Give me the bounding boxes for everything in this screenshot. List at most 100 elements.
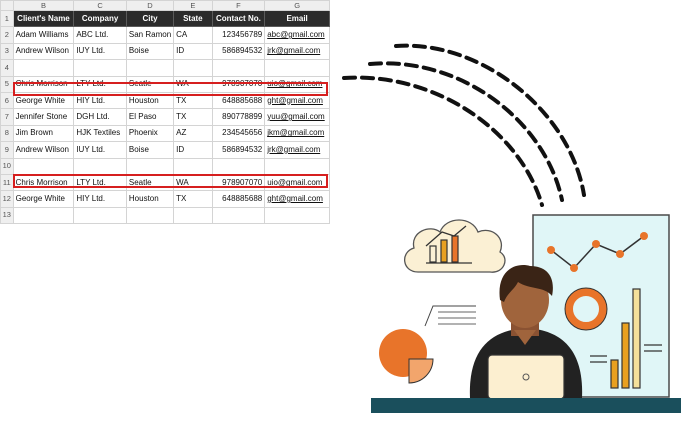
line-chart-icon — [547, 232, 648, 272]
table-cell[interactable]: 648885688 — [211, 190, 266, 208]
table-cell[interactable]: IUY Ltd. — [73, 141, 127, 159]
table-cell[interactable]: Jim Brown — [12, 124, 75, 143]
table-cell[interactable] — [73, 206, 127, 225]
table-cell[interactable]: DGH Ltd. — [73, 108, 127, 126]
table-cell[interactable]: Adam Williams — [12, 26, 75, 44]
table-cell[interactable]: Boise — [125, 141, 175, 159]
column-header-f[interactable]: F — [211, 0, 266, 11]
table-cell[interactable]: Andrew Wilson — [12, 42, 75, 61]
table-cell[interactable] — [264, 206, 330, 225]
column-header-g[interactable]: G — [264, 0, 330, 11]
table-row: 4 — [0, 59, 330, 77]
table-cell[interactable]: George White — [12, 190, 75, 208]
table-cell[interactable]: ght@gmail.com — [264, 190, 330, 208]
row-number[interactable]: 13 — [0, 206, 14, 225]
row-number[interactable]: 5 — [0, 75, 14, 93]
table-cell[interactable]: 234545656 — [211, 124, 266, 143]
wifi-signal-icon — [342, 43, 586, 207]
table-row: 10 — [0, 157, 330, 175]
row-number[interactable]: 2 — [0, 26, 14, 44]
row-number[interactable]: 12 — [0, 190, 14, 208]
column-header-c[interactable]: C — [73, 0, 127, 11]
table-cell[interactable]: El Paso — [125, 108, 175, 126]
column-header-e[interactable]: E — [173, 0, 213, 11]
header-cell[interactable]: Client's Name — [12, 9, 75, 28]
table-cell[interactable]: ID — [173, 42, 213, 61]
table-cell[interactable] — [264, 157, 330, 175]
table-cell[interactable]: Andrew Wilson — [12, 141, 75, 159]
table-cell[interactable] — [73, 59, 127, 77]
table-cell[interactable] — [12, 206, 75, 225]
header-cell[interactable]: Email — [264, 9, 330, 28]
table-cell[interactable]: abc@gmail.com — [264, 26, 330, 44]
table-cell[interactable] — [125, 59, 175, 77]
table-cell[interactable]: jkm@gmail.com — [264, 124, 330, 143]
row-number[interactable]: 6 — [0, 91, 14, 110]
row-number[interactable]: 11 — [0, 173, 14, 192]
row-number[interactable]: 9 — [0, 141, 14, 159]
header-cell[interactable]: Company — [73, 9, 127, 28]
table-row: 13 — [0, 206, 330, 225]
table-cell[interactable] — [211, 59, 266, 77]
table-cell[interactable]: HJK Textiles — [73, 124, 127, 143]
row-number[interactable]: 8 — [0, 124, 14, 143]
table-cell[interactable]: 890778899 — [211, 108, 266, 126]
empty-row-highlight — [13, 174, 328, 188]
table-cell[interactable]: jrk@gmail.com — [264, 42, 330, 61]
header-cell[interactable]: Contact No. — [211, 9, 266, 28]
table-cell[interactable] — [173, 59, 213, 77]
row-number[interactable]: 1 — [0, 9, 14, 28]
table-cell[interactable]: yuu@gmail.com — [264, 108, 330, 126]
row-number[interactable]: 3 — [0, 42, 14, 61]
table-cell[interactable] — [12, 59, 75, 77]
table-cell[interactable]: AZ — [173, 124, 213, 143]
table-cell[interactable]: HIY Ltd. — [73, 190, 127, 208]
header-cell[interactable]: State — [173, 9, 213, 28]
analyst-illustration — [342, 43, 681, 413]
table-cell[interactable]: 123456789 — [211, 26, 266, 44]
table-cell[interactable] — [125, 157, 175, 175]
table-cell[interactable] — [125, 206, 175, 225]
row-number[interactable]: 7 — [0, 108, 14, 126]
table-cell[interactable]: 586894532 — [211, 42, 266, 61]
table-cell[interactable]: 586894532 — [211, 141, 266, 159]
table-cell[interactable] — [211, 157, 266, 175]
table-cell[interactable] — [211, 206, 266, 225]
table-cell[interactable]: IUY Ltd. — [73, 42, 127, 61]
table-cell[interactable]: ABC Ltd. — [73, 26, 127, 44]
table-cell[interactable]: San Ramon — [125, 26, 175, 44]
bar-chart-icon — [590, 288, 662, 389]
table-cell[interactable]: ID — [173, 141, 213, 159]
table-cell[interactable] — [173, 206, 213, 225]
row-number[interactable]: 4 — [0, 59, 14, 77]
header-cell[interactable]: City — [125, 9, 175, 28]
table-cell[interactable]: TX — [173, 190, 213, 208]
table-cell[interactable]: Houston — [125, 190, 175, 208]
table-cell[interactable] — [264, 59, 330, 77]
table-cell[interactable]: CA — [173, 26, 213, 44]
table-cell[interactable]: Boise — [125, 42, 175, 61]
table-cell[interactable] — [12, 157, 75, 175]
table-cell[interactable]: Jennifer Stone — [12, 108, 75, 126]
table-cell[interactable]: TX — [173, 108, 213, 126]
column-header-b[interactable]: B — [12, 0, 75, 11]
table-cell[interactable]: jrk@gmail.com — [264, 141, 330, 159]
cloud-chart-icon — [404, 219, 506, 273]
row-number[interactable]: 10 — [0, 157, 14, 175]
donut-chart-icon — [564, 287, 608, 331]
table-cell[interactable] — [173, 157, 213, 175]
table-cell[interactable]: Phoenix — [125, 124, 175, 143]
table-cell[interactable] — [73, 157, 127, 175]
pie-chart-icon — [379, 305, 476, 384]
column-header-d[interactable]: D — [125, 0, 175, 11]
select-all-corner[interactable] — [0, 0, 14, 11]
